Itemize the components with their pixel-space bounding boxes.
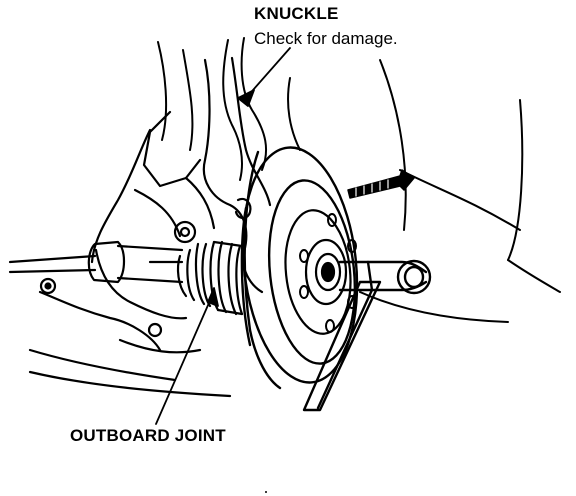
lug-stud [300, 214, 356, 332]
drive-shaft [10, 242, 182, 282]
puller-tool [304, 261, 430, 410]
stray-mark [265, 491, 267, 493]
knuckle-label: KNUCKLE [254, 4, 339, 23]
knuckle [30, 58, 270, 396]
brake-disc [232, 142, 368, 388]
rotation-arrow [348, 170, 414, 198]
outboard-joint-label: OUTBOARD JOINT [70, 426, 226, 445]
knuckle-leader-line [238, 48, 290, 106]
fender-outline [158, 38, 560, 322]
outboard-joint-leader-line [156, 288, 218, 424]
knuckle-note: Check for damage. [254, 29, 398, 48]
hub-flange [280, 207, 357, 337]
